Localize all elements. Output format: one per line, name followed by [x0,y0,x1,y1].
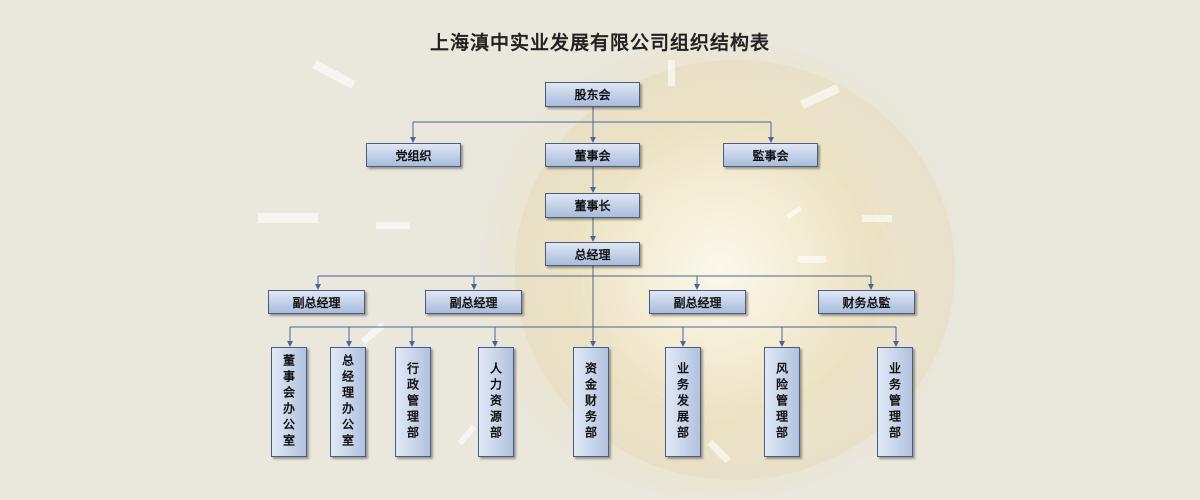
node-shareholders: 股东会 [545,82,640,107]
deco-streak [668,60,675,86]
chart-title: 上海滇中实业发展有限公司组织结构表 [429,32,770,54]
node-general-manager: 总经理 [545,242,640,266]
node-dept-business-dev: 业务发展部 [665,347,701,457]
node-supervisors: 監事会 [723,143,818,167]
node-dept-finance: 资金财务部 [573,347,609,457]
node-dept-risk: 风险管理部 [764,347,800,457]
deco-streak [862,215,892,222]
deco-streak [376,222,410,229]
node-deputy-gm: 副总经理 [649,290,746,314]
node-deputy-gm: 副总经理 [425,290,522,314]
node-dept-gm-office: 总经理办公室 [330,347,366,457]
deco-streak [798,256,826,263]
node-finance-director: 财务总監 [818,290,915,314]
node-party: 党组织 [366,143,461,167]
node-board: 董事会 [545,143,640,167]
node-dept-admin: 行政管理部 [395,347,431,457]
deco-streak [258,213,318,223]
node-dept-business-mgmt: 业务管理部 [877,347,913,457]
node-deputy-gm: 副总经理 [268,290,365,314]
node-chairman: 董事长 [545,193,640,218]
node-dept-board-office: 董事会办公室 [271,347,307,457]
node-dept-hr: 人力资源部 [478,347,514,457]
